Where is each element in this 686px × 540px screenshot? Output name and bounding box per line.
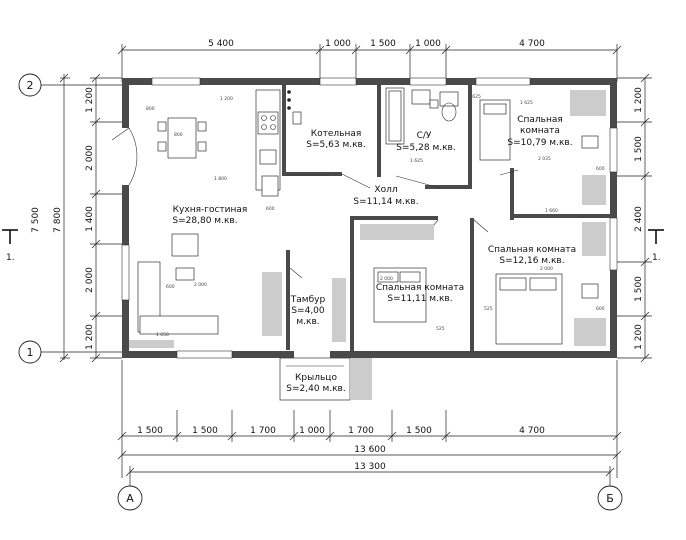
svg-text:525: 525 (484, 306, 493, 312)
svg-text:1 625: 1 625 (410, 158, 423, 164)
dim-top-1: 5 400 (208, 39, 234, 49)
room-name2-bed1: комната (520, 126, 560, 136)
svg-text:2 000: 2 000 (194, 282, 207, 288)
dim-top-5: 4 700 (519, 39, 545, 49)
svg-text:1 800: 1 800 (214, 176, 227, 182)
left-dimensions: 1 200 2 000 1 400 2 000 1 200 7 800 7 50… (31, 87, 95, 350)
room-area-bath: S=5,28 м.кв. (396, 143, 455, 153)
svg-text:600: 600 (266, 206, 275, 212)
room-area-boiler: S=5,63 м.кв. (306, 140, 365, 150)
section-markers (2, 229, 664, 244)
svg-text:2 000: 2 000 (540, 266, 553, 272)
room-name-vestibule: Тамбур (290, 295, 326, 305)
door-swings (111, 127, 519, 279)
room-name-bed1: Спальная (517, 115, 563, 125)
dim-total-outer: 13 300 (354, 462, 386, 472)
dim-bottom-6: 1 500 (406, 426, 432, 436)
axis-markers (18, 73, 623, 511)
room-area-bed3: S=11,11 м.кв. (387, 294, 452, 304)
room-name-kitchen: Кухня-гостиная (173, 205, 248, 215)
dim-left-5: 1 200 (85, 324, 95, 350)
dim-right-1: 1 200 (634, 87, 644, 113)
dim-bottom-5: 1 700 (348, 426, 374, 436)
svg-text:1 650: 1 650 (156, 332, 169, 338)
dim-right-5: 1 200 (634, 324, 644, 350)
svg-text:600: 600 (596, 166, 605, 172)
room-area-porch: S=2,40 м.кв. (286, 384, 345, 394)
room-area-kitchen: S=28,80 м.кв. (172, 216, 237, 226)
dim-bottom-7: 4 700 (519, 426, 545, 436)
svg-text:600: 600 (166, 284, 175, 290)
bedroom-3-furniture (332, 224, 434, 342)
svg-text:2 000: 2 000 (380, 276, 393, 282)
porch (279, 357, 372, 401)
dim-left-3: 1 400 (85, 206, 95, 232)
bottom-dimensions: 1 500 1 500 1 700 1 000 1 700 1 500 4 70… (137, 426, 545, 472)
dim-right-3: 2 400 (634, 206, 644, 232)
small-annotations: 800 1 200 800 1 800 600 2 000 600 1 650 … (146, 94, 605, 338)
room-name-porch: Крыльцо (295, 373, 337, 383)
boiler-room-equipment (287, 90, 302, 125)
exterior-walls (121, 77, 618, 359)
dim-bottom-1: 1 500 (137, 426, 163, 436)
top-dimensions: 5 400 1 000 1 500 1 000 4 700 (208, 39, 545, 49)
vestibule-storage (262, 272, 282, 336)
bedroom-1-furniture (479, 90, 606, 205)
room-name-bath: С/У (417, 131, 432, 141)
room-name-boiler: Котельная (311, 129, 362, 139)
interior-walls (282, 85, 610, 352)
svg-text:525: 525 (436, 326, 445, 332)
svg-text:600: 600 (596, 306, 605, 312)
dim-top-4: 1 000 (415, 39, 441, 49)
svg-text:2 035: 2 035 (538, 156, 551, 162)
axis-label-top: 2 (27, 79, 34, 92)
bathroom-fixtures (385, 87, 459, 145)
dim-right-2: 1 500 (634, 136, 644, 162)
room-name-bed3: Спальная комната (376, 283, 464, 293)
dim-left-2: 2 000 (85, 145, 95, 171)
dim-total-inner: 13 600 (354, 445, 386, 455)
room-labels: Кухня-гостиная S=28,80 м.кв. Котельная S… (172, 115, 576, 394)
dim-left-overall: 7 800 (53, 207, 63, 233)
dim-top-2: 1 000 (325, 39, 351, 49)
dim-right-4: 1 500 (634, 276, 644, 302)
svg-text:800: 800 (146, 106, 155, 112)
bedroom-2-furniture (495, 222, 606, 346)
dim-bottom-4: 1 000 (299, 426, 325, 436)
svg-text:1 625: 1 625 (520, 100, 533, 106)
svg-text:800: 800 (174, 132, 183, 138)
axis-label-bottom: 1 (27, 346, 34, 359)
dimension-lines (40, 44, 652, 486)
axis-label-right: Б (606, 492, 614, 505)
dim-bottom-3: 1 700 (250, 426, 276, 436)
dim-left-1: 1 200 (85, 87, 95, 113)
section-label-right: 1. (652, 253, 661, 263)
kitchen-furniture (129, 89, 281, 348)
room-unit-vestibule: м.кв. (296, 317, 319, 327)
room-area-hall: S=11,14 м.кв. (353, 197, 418, 207)
right-dimensions: 1 200 1 500 2 400 1 500 1 200 (634, 87, 644, 350)
dim-bottom-2: 1 500 (192, 426, 218, 436)
room-area-vestibule: S=4,00 (291, 306, 325, 316)
svg-text:1 200: 1 200 (220, 96, 233, 102)
room-area-bed1: S=10,79 м.кв. (507, 138, 572, 148)
axis-label-left: А (126, 492, 134, 505)
dim-left-overall-2: 7 500 (31, 207, 41, 233)
dim-top-3: 1 500 (370, 39, 396, 49)
section-label-left: 1. (6, 253, 15, 263)
room-area-bed2: S=12,16 м.кв. (499, 256, 564, 266)
svg-text:1 625: 1 625 (468, 94, 481, 100)
room-name-hall: Холл (374, 185, 397, 195)
svg-text:1 660: 1 660 (545, 208, 558, 214)
room-name-bed2: Спальная комната (488, 245, 576, 255)
dim-left-4: 2 000 (85, 267, 95, 293)
